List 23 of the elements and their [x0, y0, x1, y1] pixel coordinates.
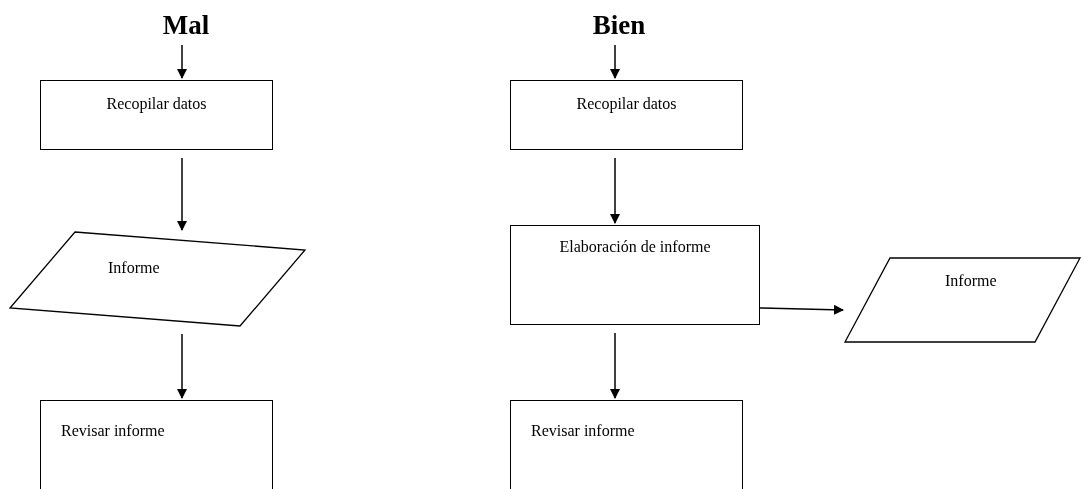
- node-text: Informe: [108, 258, 160, 278]
- data-parallelogram: [845, 258, 1080, 342]
- arrow: [610, 157, 620, 224]
- arrow: [610, 332, 620, 399]
- node-text: Recopilar datos: [575, 94, 678, 115]
- process-box: [510, 80, 743, 150]
- node-text: Revisar informe: [531, 421, 635, 441]
- arrow: [610, 44, 620, 79]
- arrow: [177, 157, 187, 231]
- process-box: [510, 225, 760, 325]
- arrow: [177, 333, 187, 399]
- column-heading: Bien: [592, 10, 646, 41]
- column-heading: Mal: [162, 10, 210, 41]
- process-box: [510, 400, 743, 489]
- node-text: Informe: [945, 271, 997, 291]
- node-text: Recopilar datos: [105, 94, 208, 115]
- process-box: [40, 400, 273, 489]
- arrow: [177, 44, 187, 79]
- node-text: Elaboración de informe: [558, 237, 712, 257]
- node-text: Revisar informe: [61, 421, 165, 441]
- data-parallelogram: [10, 232, 305, 326]
- arrow: [759, 304, 844, 315]
- process-box: [40, 80, 273, 150]
